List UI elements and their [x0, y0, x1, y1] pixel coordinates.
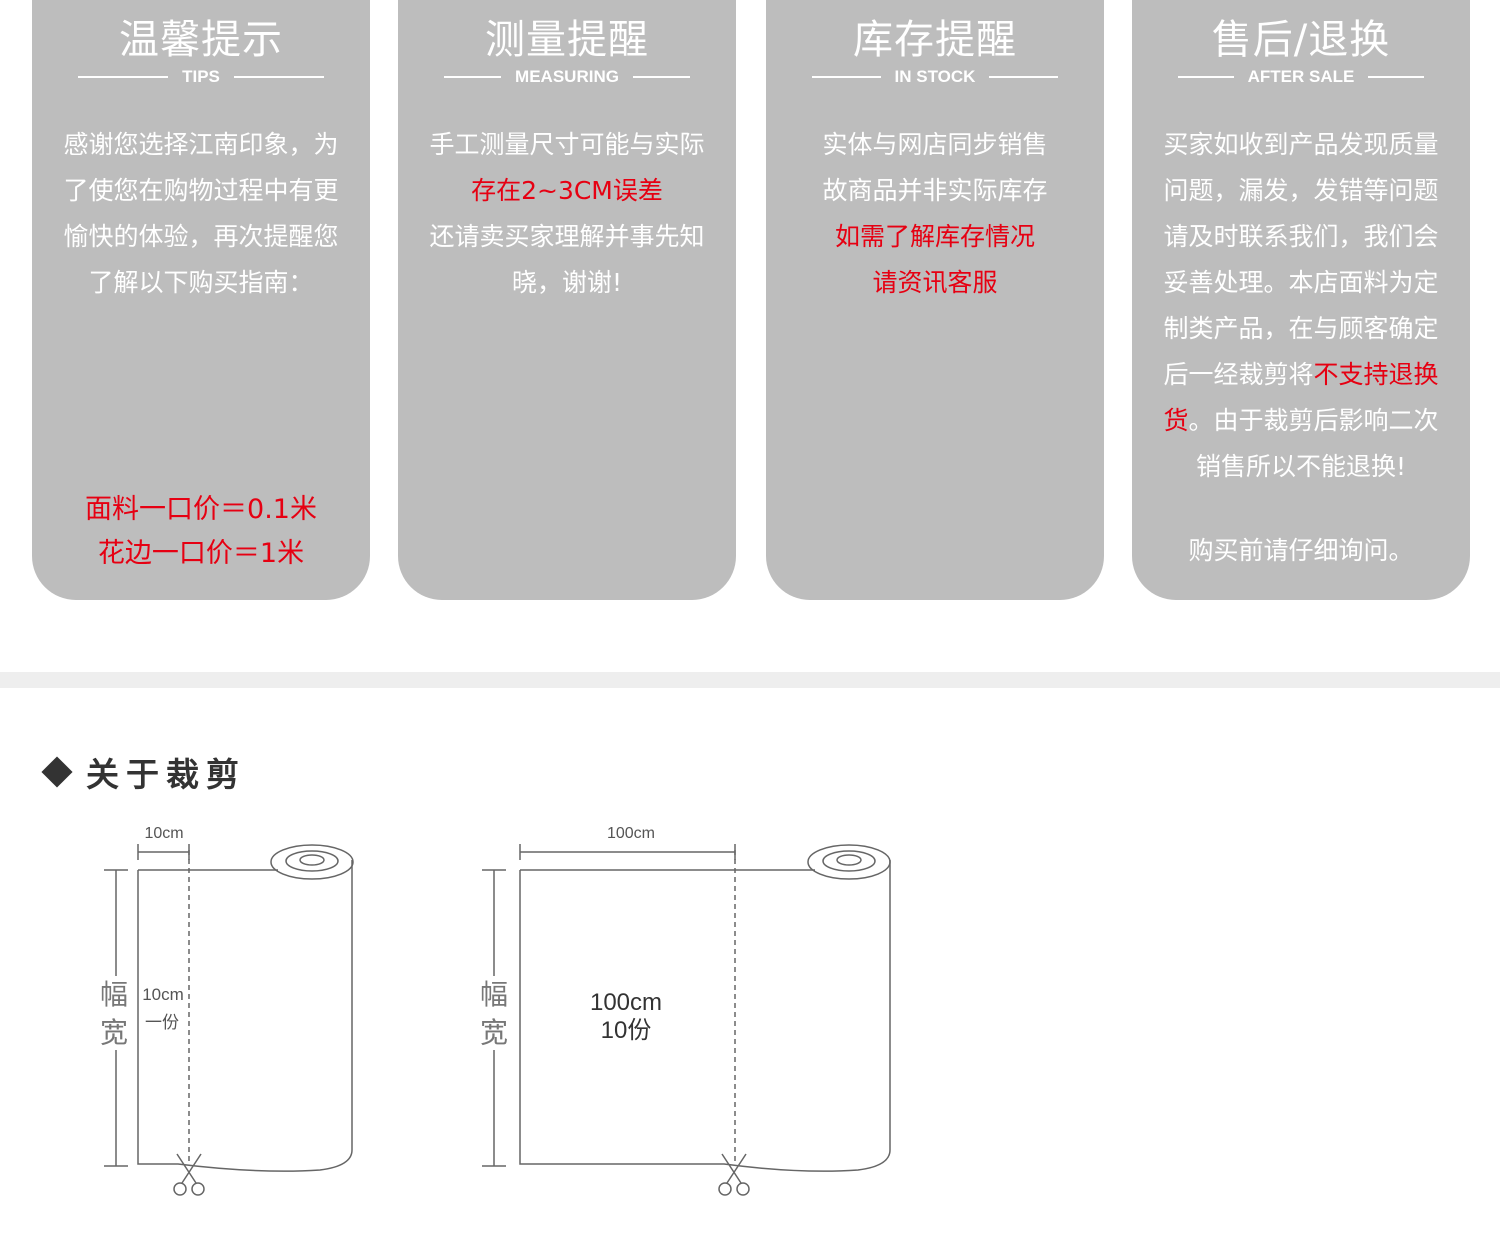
card-subtitle: AFTER SALE — [1247, 67, 1355, 86]
no-return-text: 不支持退换 — [1313, 360, 1439, 389]
body-line: 货。由于裁剪后影响二次 — [1144, 398, 1458, 444]
body-line: 制类产品，在与顾客确定 — [1163, 314, 1439, 343]
after-sale-card: 售后/退换 AFTER SALE 买家如收到产品发现质量 问题，漏发，发错等问题… — [1132, 0, 1470, 600]
no-return-text: 货 — [1163, 406, 1189, 435]
width-label: 宽 — [480, 1017, 508, 1048]
fabric-roll-left — [137, 844, 354, 1172]
card-subtitle-row: IN STOCK — [812, 66, 1059, 88]
card-title: 测量提醒 — [485, 17, 649, 63]
lace-price-line: 花边一口价＝1米 — [97, 538, 305, 569]
scissors-icon — [718, 1153, 750, 1196]
price-notice: 面料一口价＝0.1米 花边一口价＝1米 — [32, 488, 370, 576]
piece-size-label: 10cm — [142, 985, 184, 1004]
section-divider — [0, 672, 1500, 688]
body-line: 故商品并非实际库存 — [822, 176, 1048, 205]
section-heading: 关于裁剪 — [40, 748, 246, 796]
width-label: 宽 — [100, 1017, 128, 1048]
top-dimension — [137, 844, 190, 860]
piece-count-label: 一份 — [145, 1013, 179, 1032]
divider-line — [444, 76, 502, 78]
divider-line — [78, 76, 169, 78]
body-line: 请及时联系我们，我们会 — [1163, 222, 1439, 251]
width-dimension — [104, 869, 128, 1167]
body-text: 后一经裁剪将 — [1163, 360, 1314, 389]
card-subtitle-row: AFTER SALE — [1178, 66, 1425, 88]
card-body: 感谢您选择江南印象，为 了使您在购物过程中有更 愉快的体验，再次提醒您 了解以下… — [44, 122, 358, 306]
stock-inquiry-line: 如需了解库存情况 — [834, 222, 1035, 251]
body-text: 。由于裁剪后影响二次 — [1188, 406, 1439, 435]
card-title: 售后/退换 — [1211, 17, 1391, 63]
contact-service-line: 请资讯客服 — [872, 268, 998, 297]
card-subtitle-row: TIPS — [78, 66, 325, 88]
divider-line — [812, 76, 881, 78]
measuring-card: 测量提醒 MEASURING 手工测量尺寸可能与实际 存在2~3CM误差 还请卖… — [398, 0, 736, 600]
divider-line — [1178, 76, 1234, 78]
top-dimension — [519, 844, 736, 860]
card-subtitle: TIPS — [182, 67, 220, 86]
width-label: 幅 — [480, 979, 508, 1010]
divider-line — [632, 76, 690, 78]
diamond-icon — [41, 756, 73, 788]
body-line: 实体与网店同步销售 — [822, 130, 1048, 159]
body-line: 销售所以不能退换! — [1195, 452, 1407, 481]
card-subtitle-row: MEASURING — [444, 66, 690, 88]
width-dimension — [482, 869, 506, 1167]
divider-line — [233, 76, 325, 78]
divider-line — [1368, 76, 1425, 78]
cutting-diagram: 10cm 幅 宽 10cm 一份 100cm 幅 宽 100cm 10份 — [100, 825, 891, 1196]
inquiry-note: 购买前请仔细询问。 — [1188, 536, 1414, 565]
card-subtitle: MEASURING — [515, 67, 619, 86]
tips-card: 温馨提示 TIPS 感谢您选择江南印象，为 了使您在购物过程中有更 愉快的体验，… — [32, 0, 370, 600]
section-title: 关于裁剪 — [86, 755, 246, 794]
body-line: 后一经裁剪将不支持退换 — [1144, 352, 1458, 398]
card-subtitle: IN STOCK — [894, 67, 976, 86]
scissors-icon — [173, 1153, 205, 1196]
top-dimension-label: 100cm — [607, 825, 655, 842]
body-line: 愉快的体验，再次提醒您 — [63, 222, 339, 251]
width-label: 幅 — [100, 979, 128, 1010]
body-line: 晓，谢谢! — [511, 268, 623, 297]
card-body: 买家如收到产品发现质量 问题，漏发，发错等问题 请及时联系我们，我们会 妥善处理… — [1144, 122, 1458, 490]
body-line: 问题，漏发，发错等问题 — [1163, 176, 1439, 205]
body-line: 妥善处理。本店面料为定 — [1163, 268, 1439, 297]
fabric-price-line: 面料一口价＝0.1米 — [85, 494, 317, 525]
card-title: 温馨提示 — [119, 17, 283, 63]
piece-size-label: 100cm — [590, 989, 662, 1016]
body-line: 买家如收到产品发现质量 — [1163, 130, 1439, 159]
body-line: 感谢您选择江南印象，为 — [63, 130, 339, 159]
piece-count-label: 10份 — [601, 1017, 652, 1044]
error-range-line: 存在2~3CM误差 — [471, 176, 663, 205]
stock-card: 库存提醒 IN STOCK 实体与网店同步销售 故商品并非实际库存 如需了解库存… — [766, 0, 1104, 600]
divider-line — [989, 76, 1059, 78]
body-line: 手工测量尺寸可能与实际 — [429, 130, 705, 159]
card-body: 手工测量尺寸可能与实际 存在2~3CM误差 还请卖买家理解并事先知 晓，谢谢! — [410, 122, 724, 306]
body-line: 还请卖买家理解并事先知 — [429, 222, 705, 251]
body-line: 了使您在购物过程中有更 — [63, 176, 339, 205]
top-dimension-label: 10cm — [144, 825, 183, 842]
fabric-roll-right — [519, 844, 891, 1172]
card-title: 库存提醒 — [853, 17, 1017, 63]
body-line: 了解以下购买指南： — [88, 268, 314, 297]
card-body: 实体与网店同步销售 故商品并非实际库存 如需了解库存情况 请资讯客服 — [778, 122, 1092, 306]
